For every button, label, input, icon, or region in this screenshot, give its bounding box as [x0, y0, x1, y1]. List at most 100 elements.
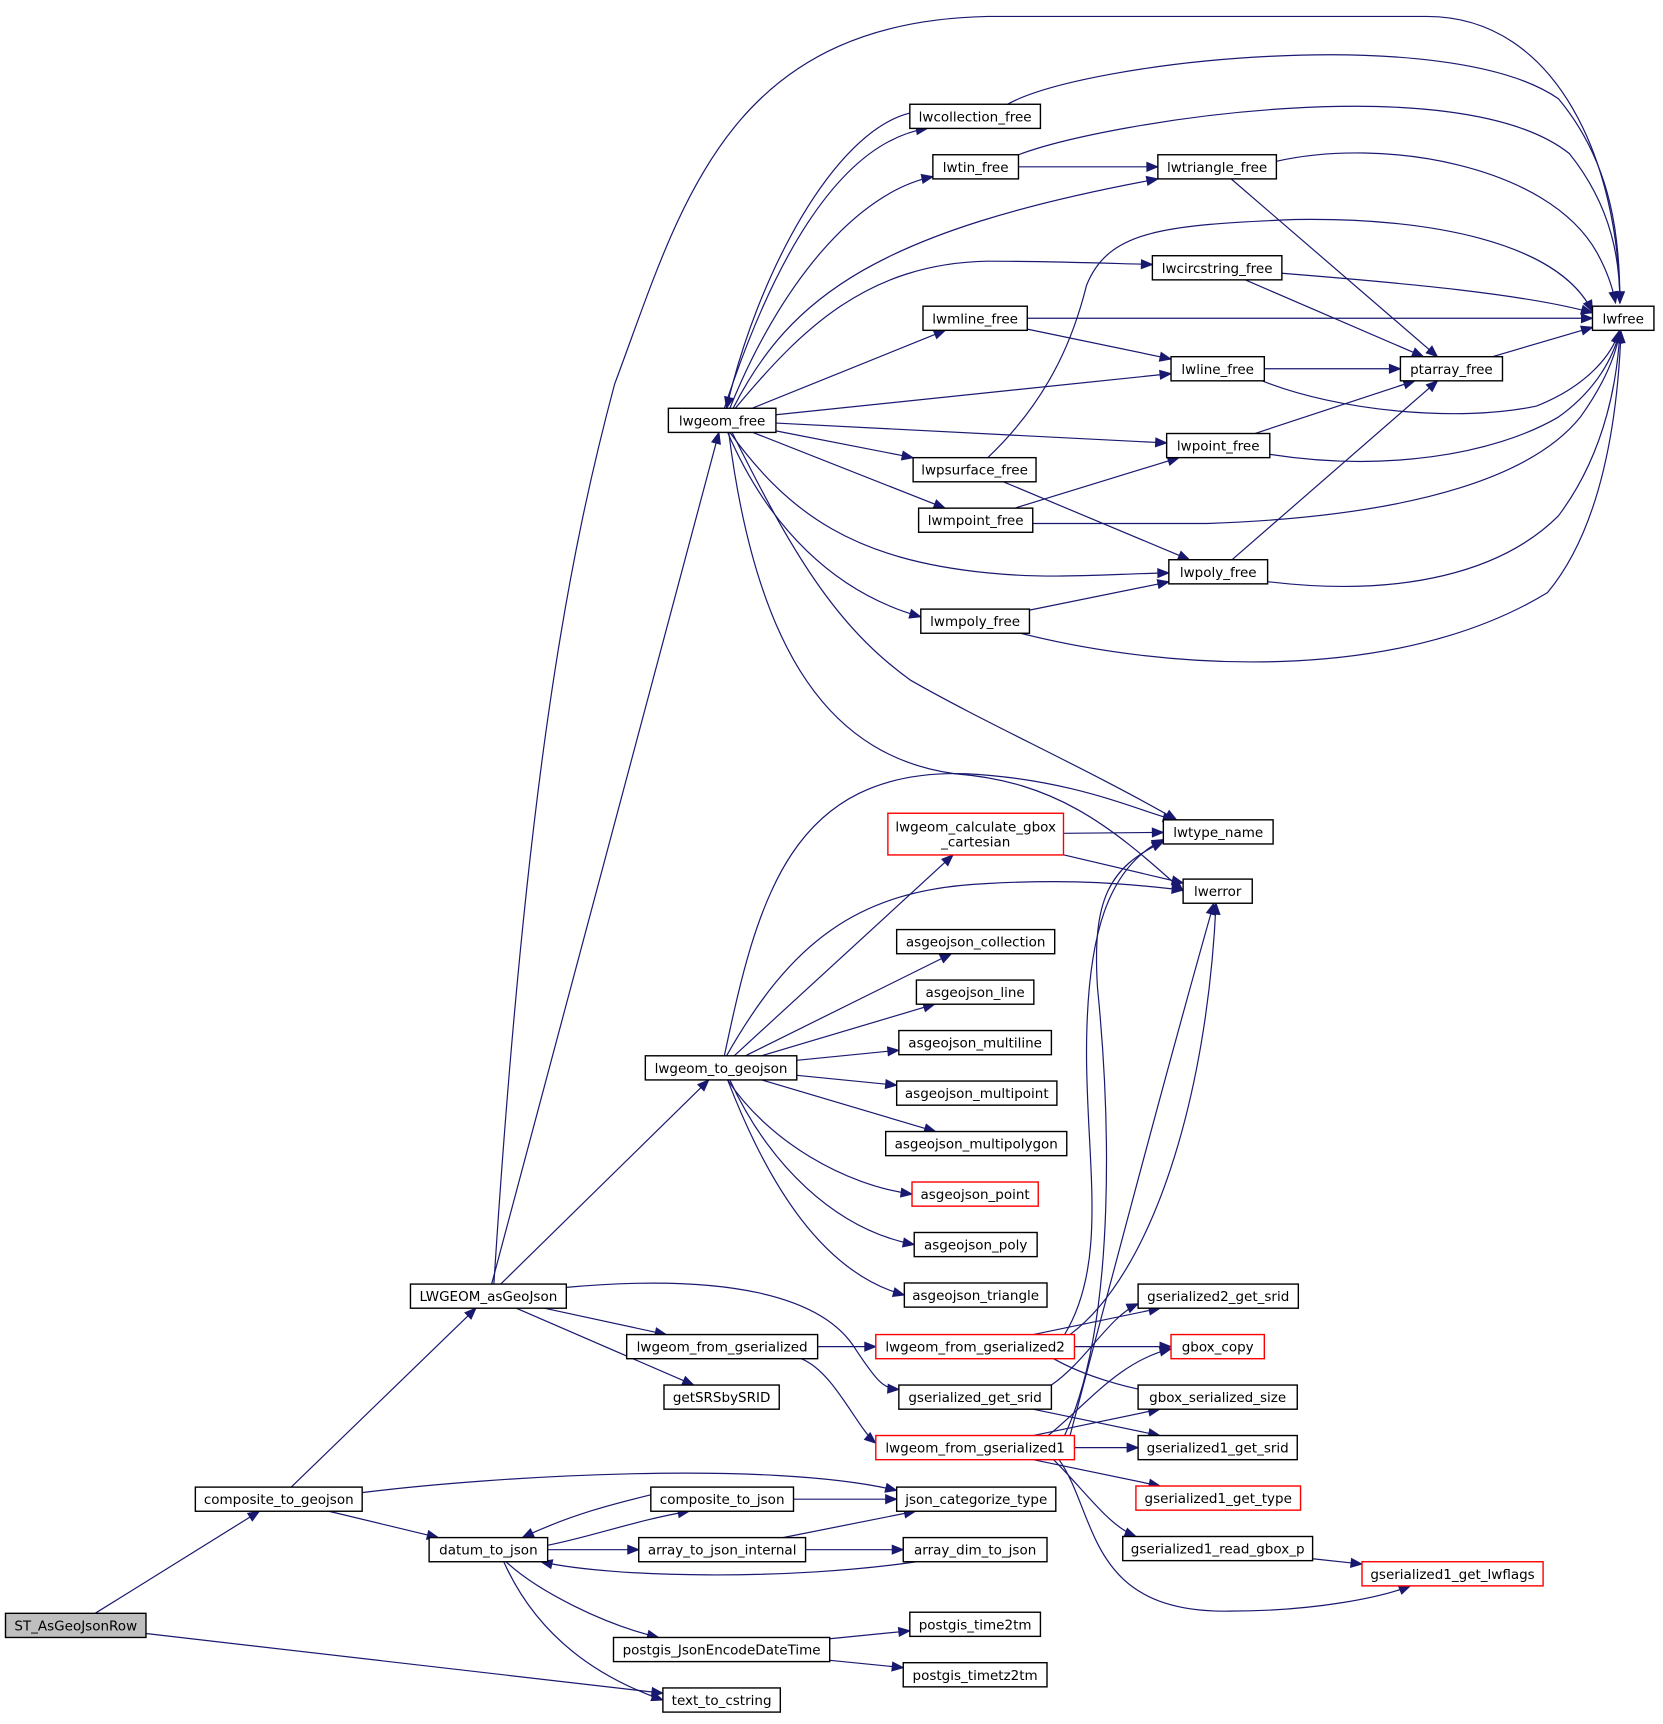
- node-array_dim_to_json[interactable]: array_dim_to_json: [902, 1536, 1048, 1563]
- arrowhead: [887, 1383, 901, 1394]
- node-asgeojson_multipolygon[interactable]: asgeojson_multipolygon: [884, 1130, 1068, 1157]
- node-label: lwgeom_to_geojson: [655, 1061, 788, 1077]
- node-datum_to_json[interactable]: datum_to_json: [428, 1536, 549, 1563]
- node-label: lwmline_free: [932, 311, 1018, 327]
- arrowhead: [885, 1494, 899, 1505]
- node-getSRSbySRID[interactable]: getSRSbySRID: [663, 1384, 780, 1410]
- arrowhead: [891, 1287, 906, 1298]
- node-postgis_timetz2tm[interactable]: postgis_timetz2tm: [902, 1662, 1048, 1688]
- node-lwgeom_calculate_gbox_cartesian[interactable]: lwgeom_calculate_gbox_cartesian: [887, 812, 1065, 856]
- edge-gserialized_get_srid-to-gserialized2_get_srid: [1051, 1303, 1140, 1386]
- node-label: postgis_JsonEncodeDateTime: [623, 1643, 821, 1659]
- arrowhead: [1156, 579, 1171, 590]
- node-lwmline_free[interactable]: lwmline_free: [922, 305, 1028, 332]
- node-lwmpoly_free[interactable]: lwmpoly_free: [920, 608, 1031, 634]
- edge-composite_to_json-to-json_categorize_type: [793, 1494, 899, 1505]
- node-label: asgeojson_multiline: [908, 1036, 1042, 1052]
- node-box: [917, 507, 1034, 533]
- node-ST_AsGeoJsonRow[interactable]: ST_AsGeoJsonRow: [4, 1612, 147, 1639]
- node-postgis_time2tm[interactable]: postgis_time2tm: [909, 1611, 1042, 1638]
- node-composite_to_geojson[interactable]: composite_to_geojson: [194, 1486, 363, 1512]
- node-lwerror[interactable]: lwerror: [1182, 878, 1253, 904]
- node-gserialized1_read_gbox_p[interactable]: gserialized1_read_gbox_p: [1122, 1535, 1314, 1562]
- node-lwpoint_free[interactable]: lwpoint_free: [1165, 432, 1271, 459]
- node-label: lwcircstring_free: [1162, 261, 1273, 277]
- node-label: lwerror: [1194, 884, 1242, 900]
- node-gbox_serialized_size[interactable]: gbox_serialized_size: [1137, 1384, 1298, 1410]
- node-lwtype_name[interactable]: lwtype_name: [1162, 819, 1274, 845]
- edge-lwcollection_free-to-lwgeom_free: [724, 112, 910, 410]
- node-lwgeom_to_geojson[interactable]: lwgeom_to_geojson: [644, 1055, 798, 1081]
- arrowhead: [1125, 1303, 1140, 1314]
- node-postgis_JsonEncodeDateTime[interactable]: postgis_JsonEncodeDateTime: [612, 1636, 831, 1663]
- node-asgeojson_line[interactable]: asgeojson_line: [915, 979, 1035, 1005]
- node-lwgeom_from_gserialized1[interactable]: lwgeom_from_gserialized1: [875, 1434, 1076, 1461]
- node-label: gserialized1_get_srid: [1147, 1441, 1289, 1457]
- arrowhead: [899, 1187, 914, 1198]
- node-label: lwgeom_from_gserialized: [637, 1340, 808, 1356]
- node-label: asgeojson_line: [926, 985, 1025, 1001]
- node-gserialized1_get_lwflags[interactable]: gserialized1_get_lwflags: [1361, 1561, 1544, 1587]
- node-box: [625, 1333, 819, 1360]
- node-array_to_json_internal[interactable]: array_to_json_internal: [638, 1536, 807, 1563]
- node-lwpsurface_free[interactable]: lwpsurface_free: [912, 456, 1037, 483]
- edge-lwpoint_free-to-lwfree: [1269, 330, 1622, 462]
- node-asgeojson_collection[interactable]: asgeojson_collection: [895, 928, 1056, 955]
- edge-lwmpoint_free-to-lwpoint_free: [1014, 456, 1181, 509]
- node-LWGEOM_asGeoJson[interactable]: LWGEOM_asGeoJson: [409, 1283, 567, 1309]
- node-box: [903, 1282, 1048, 1308]
- node-asgeojson_point[interactable]: asgeojson_point: [911, 1181, 1039, 1207]
- edge-lwgeom_free-to-lwpsurface_free: [775, 430, 915, 461]
- node-lwline_free[interactable]: lwline_free: [1170, 355, 1266, 382]
- node-lwcircstring_free[interactable]: lwcircstring_free: [1151, 255, 1283, 281]
- arrowhead: [1158, 1346, 1173, 1357]
- node-lwtriangle_free[interactable]: lwtriangle_free: [1157, 154, 1278, 180]
- arrowhead: [246, 1510, 261, 1522]
- node-lwgeom_from_gserialized[interactable]: lwgeom_from_gserialized: [625, 1333, 819, 1360]
- node-json_categorize_type[interactable]: json_categorize_type: [895, 1486, 1057, 1512]
- node-box: [662, 1687, 782, 1713]
- node-asgeojson_multipoint[interactable]: asgeojson_multipoint: [895, 1080, 1058, 1106]
- node-asgeojson_poly[interactable]: asgeojson_poly: [913, 1231, 1038, 1258]
- node-ptarray_free[interactable]: ptarray_free: [1399, 355, 1504, 382]
- edge-LWGEOM_asGeoJson-to-lwgeom_free: [491, 431, 721, 1285]
- node-gbox_copy[interactable]: gbox_copy: [1170, 1333, 1266, 1360]
- arrowhead: [696, 1078, 710, 1092]
- node-box: [898, 1384, 1053, 1410]
- edge-lwmline_free-to-lwline_free: [1027, 328, 1173, 362]
- edge-ST_AsGeoJsonRow-to-text_to_cstring: [145, 1632, 665, 1698]
- node-box: [4, 1612, 147, 1639]
- node-lwpoly_free[interactable]: lwpoly_free: [1168, 559, 1269, 585]
- node-box: [912, 456, 1037, 483]
- node-asgeojson_triangle[interactable]: asgeojson_triangle: [903, 1282, 1048, 1308]
- node-composite_to_json[interactable]: composite_to_json: [650, 1486, 795, 1512]
- node-gserialized1_get_srid[interactable]: gserialized1_get_srid: [1137, 1434, 1298, 1461]
- node-lwcollection_free[interactable]: lwcollection_free: [909, 103, 1042, 130]
- node-asgeojson_multiline[interactable]: asgeojson_multiline: [898, 1029, 1053, 1056]
- node-gserialized1_get_type[interactable]: gserialized1_get_type: [1135, 1485, 1302, 1511]
- arrowhead: [1580, 304, 1594, 315]
- arrowhead: [1150, 841, 1165, 852]
- node-label: asgeojson_collection: [906, 935, 1046, 951]
- edge-lwgeom_free-to-lwpoly_free: [729, 432, 1171, 579]
- node-box: [663, 1384, 780, 1410]
- edge-composite_to_geojson-to-LWGEOM_asGeoJson: [290, 1307, 477, 1488]
- node-lwfree[interactable]: lwfree: [1591, 305, 1655, 332]
- node-box: [875, 1434, 1076, 1461]
- node-box: [428, 1536, 549, 1563]
- node-gserialized_get_srid[interactable]: gserialized_get_srid: [898, 1384, 1053, 1410]
- node-label: gserialized1_get_lwflags: [1370, 1567, 1534, 1583]
- node-label: gserialized1_read_gbox_p: [1131, 1542, 1305, 1558]
- node-lwgeom_free[interactable]: lwgeom_free: [667, 407, 777, 434]
- edge-lwgeom_free-to-lwpoint_free: [775, 422, 1168, 448]
- node-box: [1135, 1485, 1302, 1511]
- node-gserialized2_get_srid[interactable]: gserialized2_get_srid: [1137, 1283, 1300, 1309]
- arrowhead: [891, 1544, 905, 1555]
- edge-LWGEOM_asGeoJson-to-gserialized_get_srid: [566, 1282, 901, 1394]
- node-text_to_cstring[interactable]: text_to_cstring: [662, 1687, 782, 1713]
- edge-lwtriangle_free-to-lwfree: [1276, 152, 1619, 305]
- arrowhead: [1170, 875, 1185, 886]
- node-lwtin_free[interactable]: lwtin_free: [932, 154, 1020, 180]
- node-lwmpoint_free[interactable]: lwmpoint_free: [917, 507, 1034, 533]
- node-lwgeom_from_gserialized2[interactable]: lwgeom_from_gserialized2: [875, 1333, 1076, 1360]
